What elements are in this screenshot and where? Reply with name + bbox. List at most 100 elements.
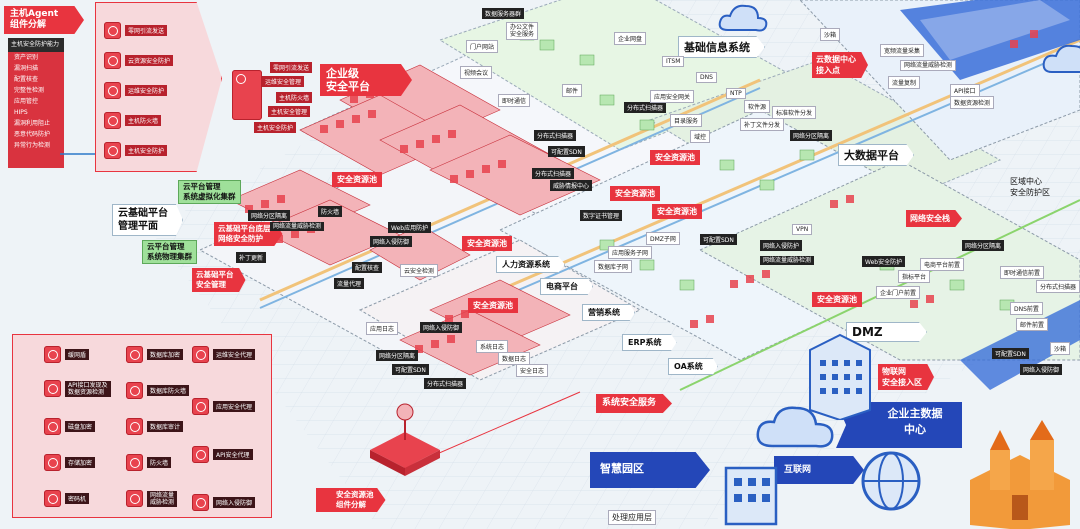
right-label: 沙箱 bbox=[1050, 342, 1071, 355]
pool-item: 数据库防火墙 bbox=[126, 382, 190, 399]
right-label: 指标平台 bbox=[898, 270, 931, 283]
service-label: 数据服务器群 bbox=[482, 8, 525, 19]
pool-item: API接口发现及 数据资源检测 bbox=[44, 380, 111, 397]
service-label: DNS bbox=[696, 72, 717, 83]
list-item: 完整性检测 bbox=[14, 87, 45, 94]
shield-icon bbox=[104, 22, 121, 39]
host-security-header: 主机安全防护能力 bbox=[8, 38, 64, 52]
pool-item: 磁盘加密 bbox=[44, 418, 96, 435]
big-data-title: 大数据平台 bbox=[838, 144, 914, 166]
pool-item: API安全代理 bbox=[192, 446, 253, 463]
cache-shield-icon bbox=[44, 346, 61, 363]
biz-system-erp: ERP系统 bbox=[622, 334, 677, 351]
cluster-label: 主机安全管理 bbox=[268, 106, 311, 117]
list-item: 异常行为检测 bbox=[14, 142, 51, 149]
database-encrypt-icon bbox=[126, 346, 143, 363]
bottom-cluster-label: 分布式扫描器 bbox=[424, 378, 467, 389]
bottom-cluster-label: 安全日志 bbox=[516, 364, 549, 377]
database-audit-icon bbox=[126, 418, 143, 435]
right-label: 网络入侵防护 bbox=[760, 240, 803, 251]
security-pool-decomp-title: 安全资源池 组件分解 bbox=[316, 488, 386, 512]
enterprise-building bbox=[809, 333, 871, 420]
pool-item: 网络入侵防御 bbox=[192, 494, 256, 511]
host-shield-icon bbox=[104, 142, 121, 159]
security-pool-label: 安全资源池 bbox=[652, 204, 702, 219]
firewall-icon bbox=[104, 112, 121, 129]
mid-label: 网络流量威胁检测 bbox=[270, 222, 325, 231]
disk-encrypt-icon bbox=[44, 418, 61, 435]
mid-label: DMZ子网 bbox=[646, 232, 680, 245]
pool-item: 缓网盾 bbox=[44, 346, 90, 363]
cloud-base-title: 云基础平台 管理平面 bbox=[112, 204, 183, 236]
biz-system-ecommerce: 电商平台 bbox=[540, 278, 593, 295]
mid-label: 可配置SDN bbox=[700, 234, 737, 245]
smart-park-building bbox=[724, 466, 778, 526]
security-pool-label: 安全资源池 bbox=[462, 236, 512, 251]
service-label: 企业网盘 bbox=[614, 32, 647, 45]
callout-item: 运维安全防护 bbox=[104, 82, 168, 99]
right-label: 宽频流量采集 bbox=[880, 44, 925, 57]
mid-label: 配置核查 bbox=[352, 262, 383, 273]
host-agent-title: 主机Agent 组件分解 bbox=[4, 6, 84, 34]
iot-access-title: 物联网 安全接入区 bbox=[878, 364, 934, 390]
service-label: 补丁文件分发 bbox=[740, 118, 785, 131]
security-pool-label: 安全资源池 bbox=[650, 150, 700, 165]
cloud-dc-access-title: 云数据中心 接入点 bbox=[812, 52, 868, 78]
right-label: 流量复制 bbox=[888, 76, 921, 89]
list-item: 漏洞扫描 bbox=[14, 65, 39, 72]
storage-encrypt-icon bbox=[44, 454, 61, 471]
service-label: 邮件 bbox=[562, 84, 583, 97]
mid-label: 云安全检测 bbox=[400, 264, 439, 277]
system-security-title: 系统安全服务 bbox=[596, 394, 673, 413]
security-pool-label: 安全资源池 bbox=[468, 298, 518, 313]
cluster-label: 主机防火墙 bbox=[276, 92, 313, 103]
pool-item: 密码机 bbox=[44, 490, 90, 507]
list-item: 资产识别 bbox=[14, 54, 39, 61]
globe-icon bbox=[861, 451, 921, 511]
mid-label: 网络分区隔离 bbox=[248, 210, 291, 221]
api-proxy-icon bbox=[192, 446, 209, 463]
mid-label: 补丁更新 bbox=[236, 252, 267, 263]
biz-system-hr: 人力资源系统 bbox=[496, 256, 565, 273]
cluster-label: 零网引流发送 bbox=[270, 62, 313, 73]
mid-label: 流量代理 bbox=[334, 278, 365, 289]
service-label: ITSM bbox=[662, 56, 685, 67]
traffic-threat-icon bbox=[126, 490, 143, 507]
service-label: 应用安全网关 bbox=[650, 90, 695, 103]
region-center-title: 区域中心 安全防护区 bbox=[1010, 177, 1050, 197]
processing-layer-label: 处理应用层 bbox=[608, 510, 656, 525]
service-label: 即时通信 bbox=[498, 94, 531, 107]
right-label: 网络流量威胁检测 bbox=[900, 60, 957, 71]
callout-item: 主机防火墙 bbox=[104, 112, 162, 129]
right-label: 可配置SDN bbox=[992, 348, 1029, 359]
callout-item: 零网引流发送 bbox=[104, 22, 168, 39]
list-item: HIPS bbox=[14, 109, 28, 116]
cloud-shield-icon bbox=[104, 52, 121, 69]
mid-label: 威胁情报中心 bbox=[550, 180, 593, 191]
crypto-machine-icon bbox=[44, 490, 61, 507]
cloud-icon bbox=[756, 406, 834, 448]
ops-proxy-icon bbox=[192, 346, 209, 363]
right-label: 网络流量威胁检测 bbox=[760, 256, 815, 265]
service-label: 分布式扫描器 bbox=[624, 102, 667, 113]
service-label: 办公文件 安全服务 bbox=[506, 22, 539, 40]
mid-label: 数字证书管理 bbox=[580, 210, 623, 221]
right-label: 网络分区隔离 bbox=[962, 240, 1005, 251]
cluster-label: 运维安全管理 bbox=[262, 76, 305, 87]
callout-item: 主机安全防护 bbox=[104, 142, 168, 159]
mid-label: 分布式扫描器 bbox=[532, 168, 575, 179]
cloud-mgmt-physical-title: 云平台管理 系统物理集群 bbox=[142, 240, 197, 264]
security-pool-label: 安全资源池 bbox=[812, 292, 862, 307]
pool-item: 存储加密 bbox=[44, 454, 96, 471]
castle-icon bbox=[970, 420, 1070, 529]
mid-label: 防火墙 bbox=[318, 206, 343, 217]
right-label: 邮件前置 bbox=[1016, 318, 1049, 331]
right-label: DNS前置 bbox=[1010, 302, 1043, 315]
intrusion-prevention-icon bbox=[192, 494, 209, 511]
dmz-title: DMZ bbox=[846, 322, 927, 342]
service-label: NTP bbox=[726, 88, 746, 99]
pool-item: 防火墙 bbox=[126, 454, 172, 471]
service-label: 视频会议 bbox=[460, 66, 493, 79]
service-label: 域控 bbox=[690, 130, 711, 143]
